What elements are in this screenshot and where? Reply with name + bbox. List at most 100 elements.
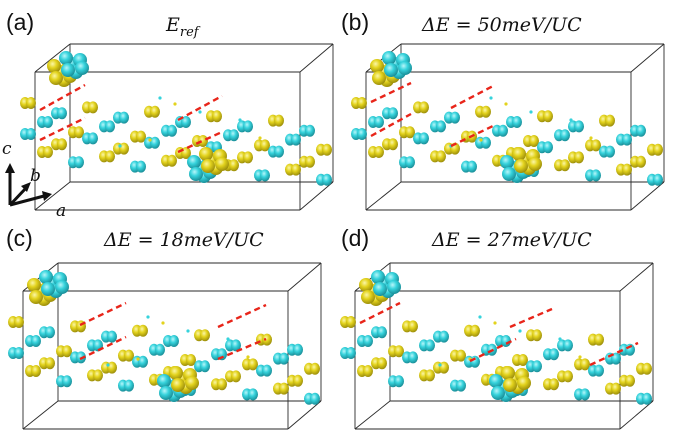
small-isosurface [504,102,508,106]
cyan-isosurface [299,124,315,137]
yellow-isosurface [636,362,652,375]
yellow-isosurface [87,369,103,382]
yellow-isosurface [68,126,84,139]
small-isosurface [238,118,242,122]
cyan-isosurface [39,326,55,339]
yellow-isosurface [512,147,542,175]
small-isosurface [589,136,593,140]
a-axis-arrowhead [42,191,52,201]
small-isosurface [136,357,140,361]
dashed-markers [359,301,639,367]
panel-c-title: ΔE = 18meV/UC [103,229,264,251]
panel-b-letter: (b) [341,9,369,35]
yellow-isosurface [512,354,528,366]
yellow-isosurface [382,138,398,151]
cyan-isosurface [149,343,165,356]
cyan-isosurface [647,173,663,186]
cyan-isosurface [273,352,289,365]
yellow-isosurface [568,151,584,164]
yellow-isosurface [388,345,404,358]
cyan-isosurface [56,375,72,388]
yellow-isosurface [526,329,542,342]
c-axis-label: c [2,139,12,159]
cyan-isosurface [495,335,511,347]
yellow-isosurface [51,138,67,151]
dashed-markers [39,83,223,154]
small-isosurface [146,315,150,319]
dashed-markers [79,301,267,361]
small-isosurface [198,110,202,114]
cyan-isosurface [39,270,69,298]
cyan-isosurface [599,145,615,158]
cyan-isosurface [574,388,590,401]
cyan-isosurface [475,136,491,149]
red-dashed-line [370,81,412,104]
yellow-isosurface [619,374,635,387]
cyan-isosurface [340,347,356,359]
red-dashed-line [450,84,494,110]
cyan-isosurface [461,160,477,173]
cyan-isosurface [526,360,542,373]
yellow-isosurface [199,147,229,175]
b-axis-arrow [8,186,28,207]
yellow-isosurface [25,365,41,377]
red-dashed-line [509,307,553,329]
cyan-isosurface [82,132,98,145]
cyan-isosurface [630,124,646,137]
red-dashed-line [39,116,86,142]
small-isosurface [438,363,442,367]
yellow-isosurface [357,365,373,377]
box-edge [630,43,665,73]
box-edge [22,400,59,430]
cyan-isosurface [351,128,367,140]
yellow-isosurface [599,114,615,127]
yellow-isosurface [132,324,148,337]
cyan-isosurface [285,133,301,146]
small-isosurface [479,138,483,142]
yellow-isosurface [616,163,632,176]
cyan-isosurface [368,116,384,128]
panel-d-structure [340,262,654,430]
box-edge [619,262,654,292]
cyan-isosurface [237,120,253,133]
yellow-isosurface [419,369,435,382]
yellow-isosurface [206,110,222,123]
red-dashed-line [177,94,223,122]
yellow-isosurface [287,374,303,387]
yellow-isosurface [368,146,384,158]
cyan-isosurface [268,145,284,158]
cyan-isosurface [413,132,429,145]
atom-layer [340,270,652,405]
yellow-isosurface [225,370,241,383]
small-isosurface [186,329,190,333]
yellow-isosurface [118,349,134,362]
yellow-isosurface [192,135,208,147]
small-isosurface [158,96,162,100]
cyan-isosurface [371,270,401,298]
yellow-isosurface [413,101,429,114]
cyan-isosurface [506,116,522,128]
red-dashed-line [217,337,267,361]
cyan-isosurface [388,375,404,388]
yellow-isosurface [20,97,36,109]
cyan-isosurface [316,173,332,186]
cyan-isosurface [399,156,415,169]
cyan-isosurface [225,339,241,352]
cyan-isosurface [402,351,418,364]
cyan-isosurface [130,160,146,173]
cyan-isosurface [554,129,570,142]
cyan-isosurface [616,133,632,146]
cyan-isosurface [585,169,601,182]
cyan-isosurface [357,335,373,347]
red-dashed-line [450,124,494,148]
small-isosurface [558,337,562,341]
yellow-isosurface [399,126,415,139]
cyan-isosurface [568,120,584,133]
c-axis-arrowhead [5,163,15,173]
small-isosurface [106,363,110,367]
small-isosurface [478,315,482,319]
small-isosurface [173,102,177,106]
yellow-isosurface [475,105,491,118]
panel-c-letter: (c) [6,225,33,251]
